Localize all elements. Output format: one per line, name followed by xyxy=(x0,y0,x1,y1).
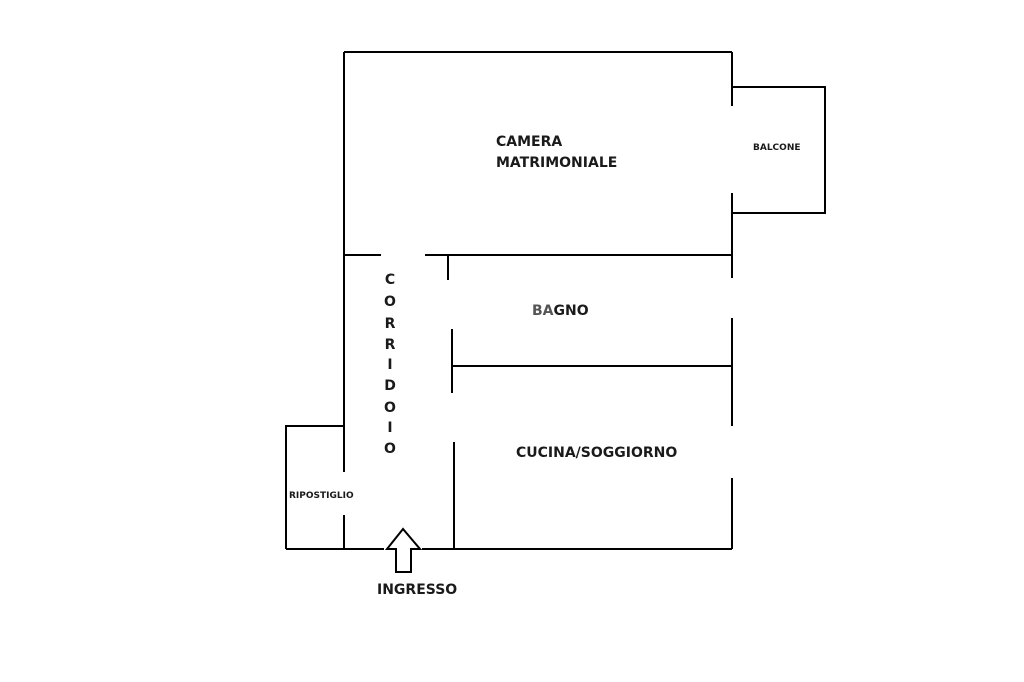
corridoio-letter: R xyxy=(385,316,396,332)
corridoio-letter: I xyxy=(387,420,392,436)
corridoio-letter: C xyxy=(385,272,395,288)
corridoio-letter: O xyxy=(384,400,396,416)
walls xyxy=(285,51,826,550)
label-bagno: BAGNO xyxy=(532,303,589,319)
corridoio-letter: D xyxy=(384,378,396,394)
label-matrimoniale: MATRIMONIALE xyxy=(496,155,617,171)
corridoio-letter: R xyxy=(385,337,396,353)
label-bagno-part2: GNO xyxy=(554,303,589,319)
label-bagno-part1: BA xyxy=(532,303,554,319)
balcony-outline xyxy=(732,86,826,214)
storage-outline xyxy=(285,425,344,549)
label-ingresso: INGRESSO xyxy=(377,582,457,598)
label-ripostiglio: RIPOSTIGLIO xyxy=(289,491,354,501)
label-balcone: BALCONE xyxy=(753,143,801,153)
corridoio-letter: O xyxy=(384,294,396,310)
label-corridoio: C O R R I D O I O xyxy=(384,272,396,457)
label-cucina-soggiorno: CUCINA/SOGGIORNO xyxy=(516,445,677,461)
corridoio-letter: O xyxy=(384,441,396,457)
entrance-arrow-icon xyxy=(384,527,423,573)
corridoio-letter: I xyxy=(387,357,392,373)
label-camera: CAMERA xyxy=(496,134,562,150)
